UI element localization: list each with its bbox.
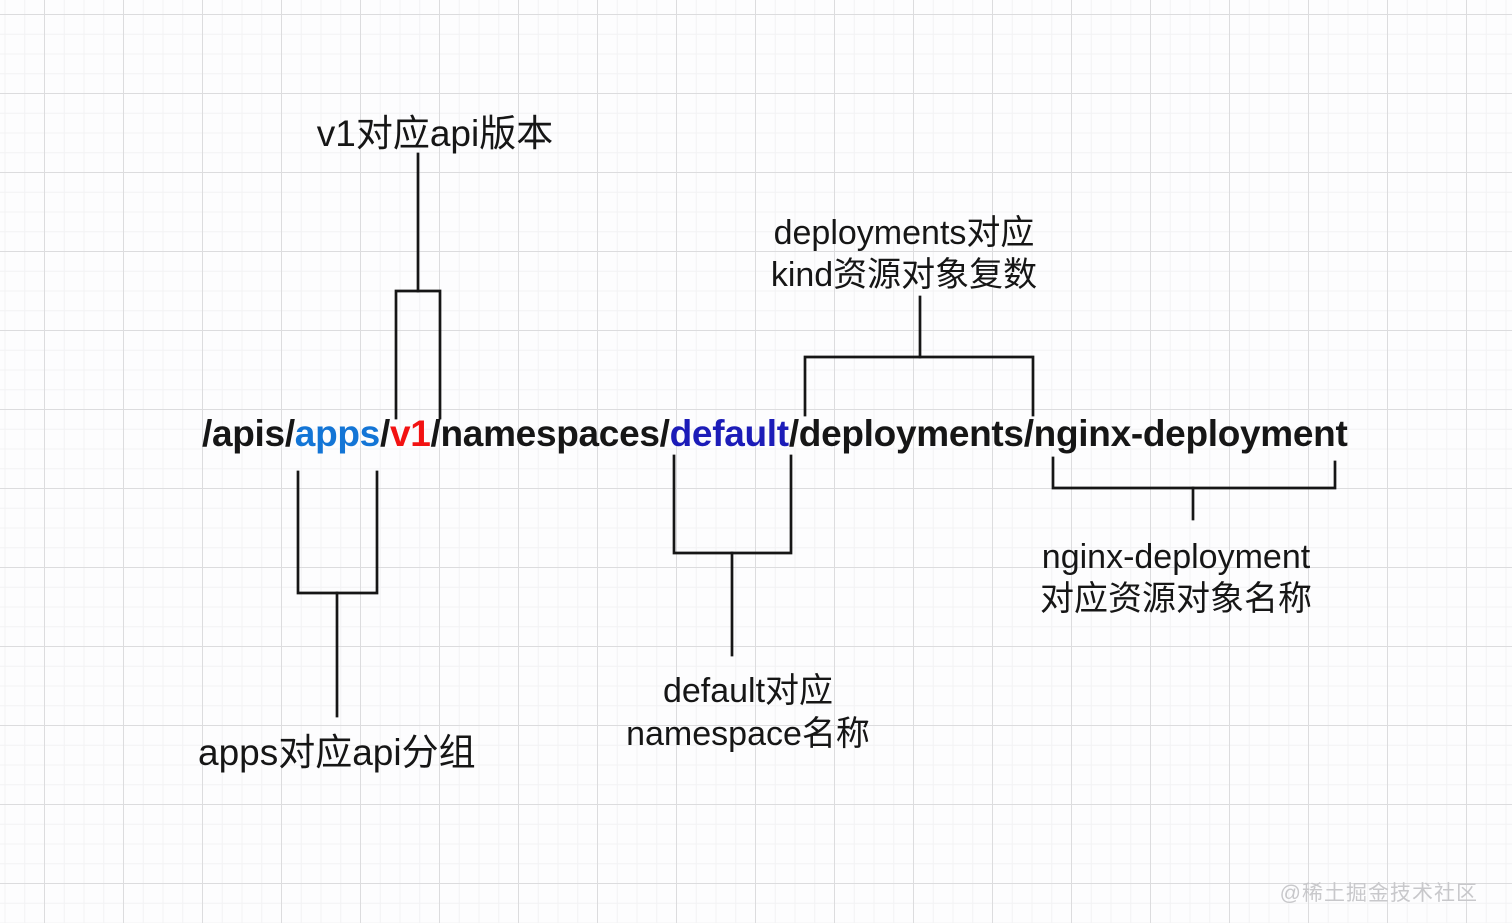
annotation-resource-name: nginx-deployment 对应资源对象名称 — [1040, 536, 1312, 620]
version-bracket — [394, 289, 442, 420]
watermark: @稀土掘金技术社区 — [1279, 882, 1478, 905]
path-segment-apis: /apis/ — [202, 413, 295, 454]
annotation-resource-name-line2: 对应资源对象名称 — [1040, 580, 1312, 618]
path-segment-apps: apps — [294, 413, 380, 454]
path-segment-v1: v1 — [389, 413, 431, 454]
annotation-resource-name-line1: nginx-deployment — [1041, 538, 1311, 576]
annotation-api-group: apps对应api分组 — [198, 732, 476, 773]
annotation-kind-plural: deployments对应 kind资源对象复数 — [771, 212, 1037, 296]
api-path: /apis/apps/v1/namespaces/default/deploym… — [202, 413, 1348, 455]
path-segment-namespaces: /namespaces/ — [430, 413, 670, 454]
path-segment-slash: / — [379, 413, 390, 454]
annotation-kind-plural-line2: kind资源对象复数 — [770, 256, 1038, 294]
path-segment-default: default — [669, 413, 789, 454]
annotation-kind-plural-line1: deployments对应 — [773, 214, 1035, 252]
annotation-namespace: default对应 namespace名称 — [626, 670, 870, 756]
namespace-bracket — [672, 454, 793, 555]
path-segment-deployments-name: /deployments/nginx-deployment — [788, 413, 1348, 454]
resource-name-bracket — [1051, 456, 1337, 490]
annotation-namespace-line1: default对应 — [662, 672, 834, 710]
group-bracket — [296, 470, 379, 595]
annotation-api-version: v1对应api版本 — [316, 113, 554, 154]
annotation-namespace-line2: namespace名称 — [626, 715, 870, 753]
kind-bracket — [803, 355, 1035, 417]
